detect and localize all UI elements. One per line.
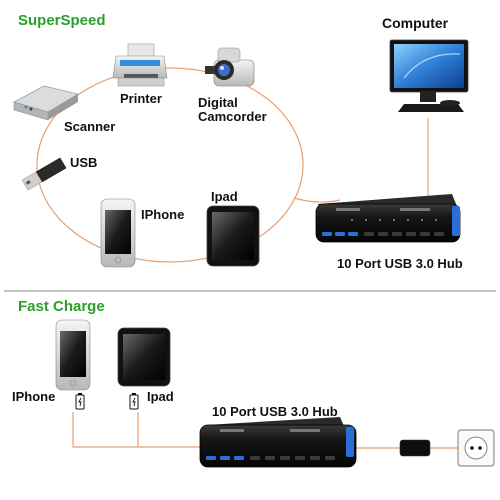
printer-icon (112, 43, 168, 87)
device-ring-connector (36, 67, 304, 263)
usb-hub-icon (199, 417, 357, 468)
usb-hub-icon (315, 194, 461, 243)
charge-battery-icon (129, 393, 139, 410)
computer-label: Computer (382, 15, 449, 31)
computer-icon (389, 39, 469, 112)
power-outlet-icon (457, 429, 495, 467)
superspeed-title: SuperSpeed (18, 12, 106, 29)
iphone-label: IPhone (141, 207, 185, 222)
iphone-icon (55, 319, 91, 391)
printer-label: Printer (120, 91, 162, 106)
ring-to-hub-connector (293, 197, 341, 203)
iphone-icon (100, 198, 136, 268)
fast-charge-title: Fast Charge (18, 298, 105, 315)
ipad-label: Ipad (211, 189, 238, 204)
superspeed-connector-lines (36, 67, 429, 263)
charge-battery-icon (75, 393, 85, 410)
ipad-icon (117, 327, 171, 387)
superspeed-hub-label: 10 Port USB 3.0 Hub (337, 256, 463, 271)
usb-drive-icon (21, 157, 67, 191)
camcorder-label-line1: Digital (198, 95, 238, 110)
scanner-icon (13, 85, 79, 121)
fast-charge-hub-label: 10 Port USB 3.0 Hub (212, 404, 338, 419)
camcorder-label-line2: Camcorder (198, 109, 267, 124)
ipad-icon (206, 205, 260, 267)
usb-label: USB (70, 155, 98, 170)
scanner-label: Scanner (64, 119, 116, 134)
fast-charge-ipad-label: Ipad (147, 389, 174, 404)
power-adapter-icon (399, 439, 431, 457)
fast-charge-iphone-label: IPhone (12, 389, 56, 404)
fast-charge-connector-lines (72, 412, 458, 449)
camcorder-icon (205, 47, 255, 87)
iphone-charge-connector (72, 412, 200, 448)
